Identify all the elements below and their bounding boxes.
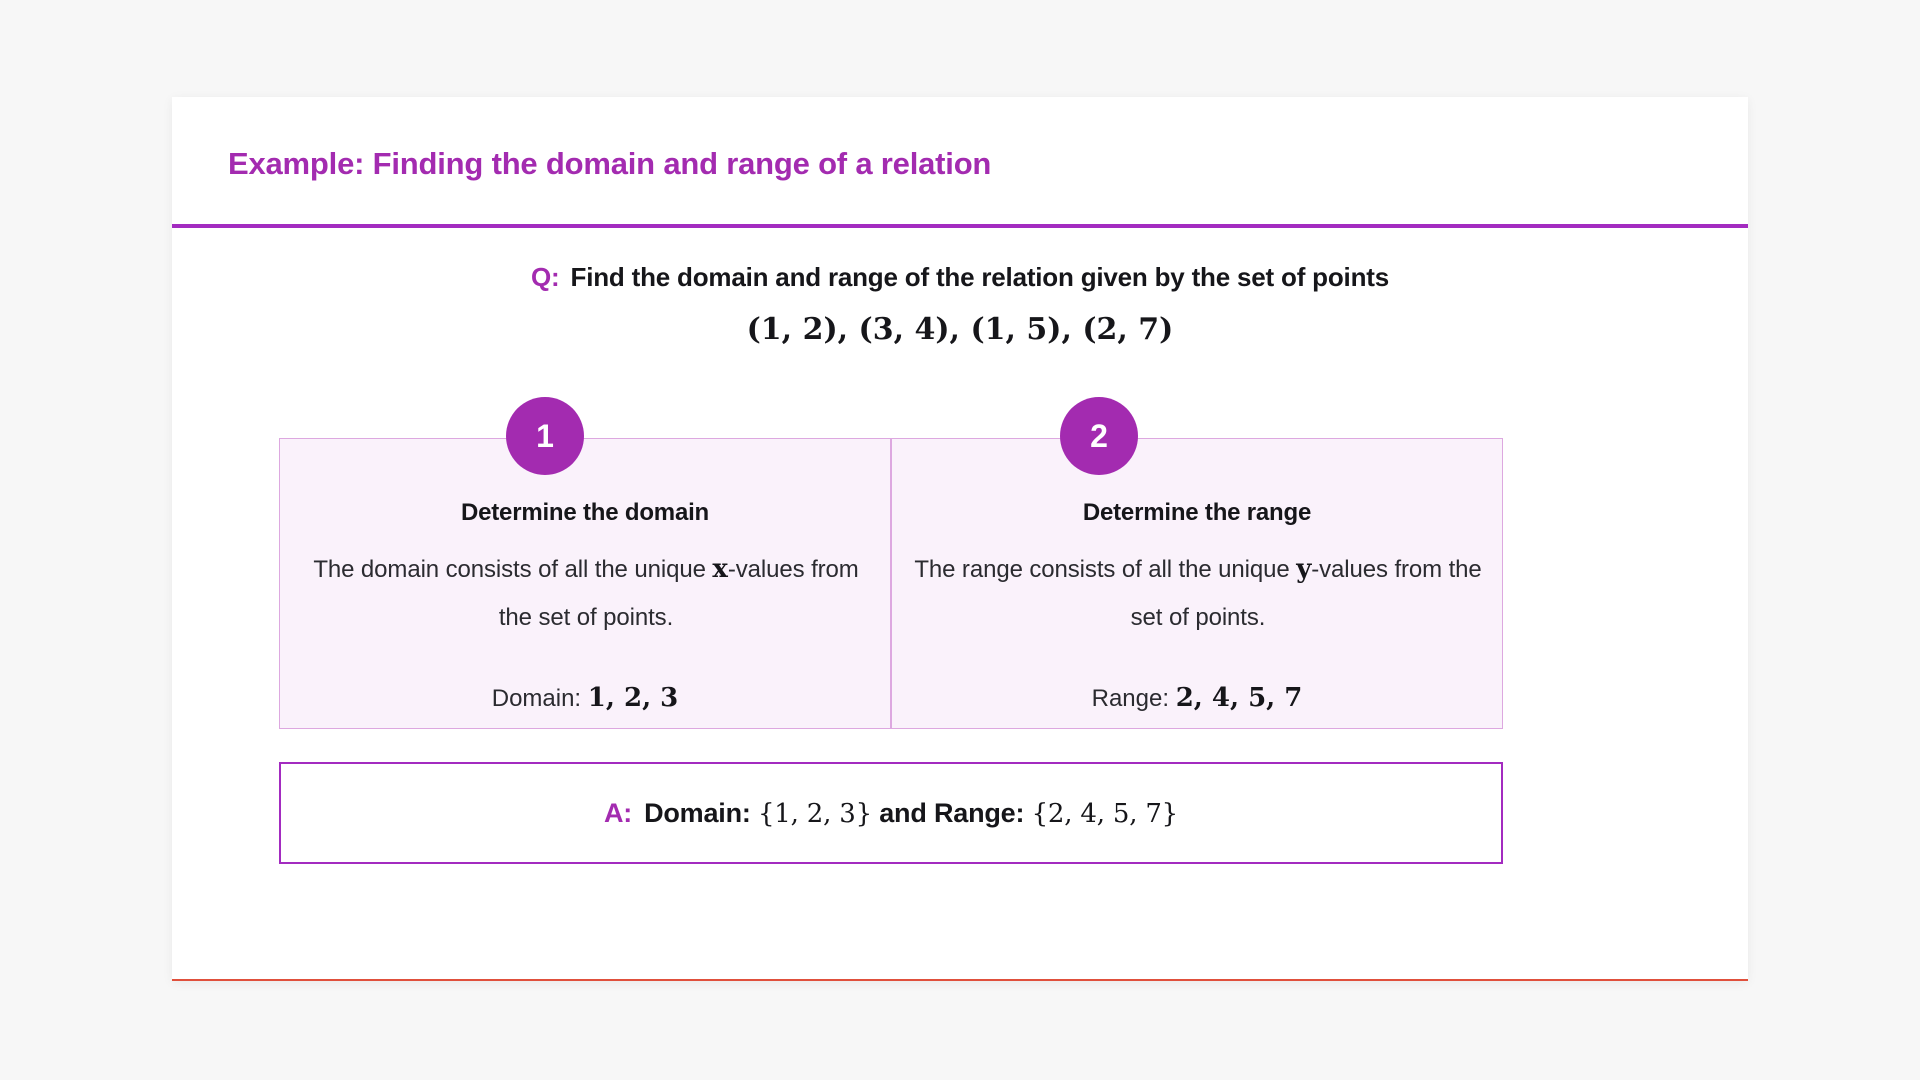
answer-domain-set: {1, 2, 3}: [757, 798, 872, 829]
question-points-math: (1, 2), (3, 4), (1, 5), (2, 7): [746, 312, 1174, 347]
variable-y: y: [1296, 554, 1312, 584]
answer-text: Domain: {1, 2, 3} and Range: {2, 4, 5, 7…: [644, 798, 1178, 829]
answer-label: A:: [603, 797, 633, 828]
step-body-pre: The range consists of all the unique: [914, 556, 1297, 583]
step-card-result: Domain: 1, 2, 3: [280, 683, 890, 713]
step-badge-1: 1: [506, 397, 584, 475]
step-card-body: The range consists of all the unique y-v…: [906, 545, 1490, 642]
panel-bottom-divider: [172, 979, 1748, 981]
content-panel: Example: Finding the domain and range of…: [172, 97, 1748, 981]
result-label: Domain:: [491, 685, 588, 712]
answer-domain-label: Domain:: [644, 797, 758, 828]
step-card-range: Determine the range The range consists o…: [891, 438, 1503, 729]
step-body-post: -values from the set of points.: [498, 556, 859, 631]
step-body-pre: The domain consists of all the unique: [313, 556, 713, 583]
answer-range-set: {2, 4, 5, 7}: [1031, 798, 1179, 829]
question-label: Q:: [531, 262, 560, 292]
step-body-post: -values from the set of points.: [1130, 556, 1482, 631]
step-card-body: The domain consists of all the unique x-…: [294, 545, 878, 642]
title-divider: [172, 224, 1748, 228]
question-row: Q: Find the domain and range of the relat…: [172, 262, 1748, 293]
step-card-domain: Determine the domain The domain consists…: [279, 438, 891, 729]
step-card-title: Determine the domain: [460, 499, 710, 526]
result-label: Range:: [1091, 685, 1176, 712]
answer-conjunction: and: [871, 797, 934, 828]
step-card-title: Determine the range: [1082, 499, 1312, 526]
answer-box: A: Domain: {1, 2, 3} and Range: {2, 4, 5…: [279, 762, 1503, 864]
answer-range-label: Range:: [933, 797, 1032, 828]
result-value: 1, 2, 3: [587, 683, 679, 713]
variable-x: x: [712, 554, 728, 584]
question-text: Find the domain and range of the relatio…: [570, 262, 1390, 292]
step-badge-2: 2: [1060, 397, 1138, 475]
page-title: Example: Finding the domain and range of…: [228, 146, 992, 181]
result-value: 2, 4, 5, 7: [1175, 683, 1303, 713]
question-math-row: (1, 2), (3, 4), (1, 5), (2, 7): [172, 312, 1748, 347]
step-card-result: Range: 2, 4, 5, 7: [892, 683, 1502, 713]
